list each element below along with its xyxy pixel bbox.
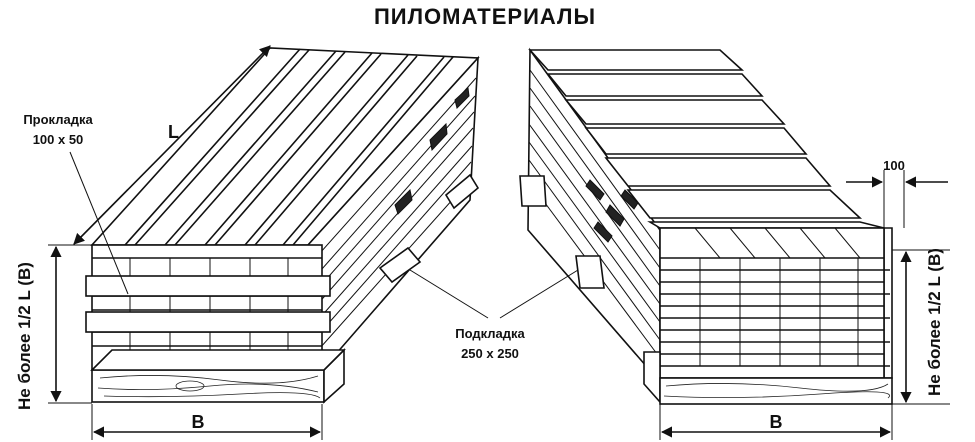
right-rear-support (519, 175, 547, 207)
left-support-beam (90, 348, 346, 404)
left-spacer-1 (85, 275, 331, 297)
offset-label: 100 (883, 158, 905, 173)
left-height-dimension: Не более 1/2 L (B) (15, 244, 92, 410)
right-top-boards (528, 49, 885, 229)
left-spacer-2 (85, 311, 331, 333)
spacer-label: Прокладка (23, 112, 93, 127)
left-rear-support-2 (444, 173, 480, 210)
diagram-title: ПИЛОМАТЕРИАЛЫ (374, 4, 596, 29)
left-height-label: Не более 1/2 L (B) (15, 262, 34, 410)
left-rear-support (378, 246, 422, 284)
right-front-layers (660, 227, 890, 367)
left-width-dimension: B (91, 404, 323, 440)
left-stack (85, 47, 480, 404)
support-size-label: 250 x 250 (461, 346, 519, 361)
right-height-label: Не более 1/2 L (B) (925, 248, 944, 396)
right-stack-edge (883, 227, 893, 379)
offset-dimension: 100 (846, 158, 948, 228)
length-dimension: L (73, 45, 271, 245)
right-rear-support-2 (575, 255, 605, 289)
support-callout: Подкладка 250 x 250 (409, 269, 579, 361)
length-label: L (168, 122, 179, 142)
right-width-label: B (770, 412, 783, 432)
right-height-dimension: Не более 1/2 L (B) (892, 248, 950, 405)
right-stack-front (659, 227, 885, 379)
left-side-layers (311, 77, 477, 349)
left-width-label: B (192, 412, 205, 432)
right-stack (519, 47, 893, 405)
support-label: Подкладка (455, 326, 525, 341)
right-support-beam (643, 351, 893, 405)
spacer-size-label: 100 x 50 (33, 132, 84, 147)
spacer-callout: Прокладка 100 x 50 (23, 112, 129, 295)
right-width-dimension: B (659, 404, 893, 440)
